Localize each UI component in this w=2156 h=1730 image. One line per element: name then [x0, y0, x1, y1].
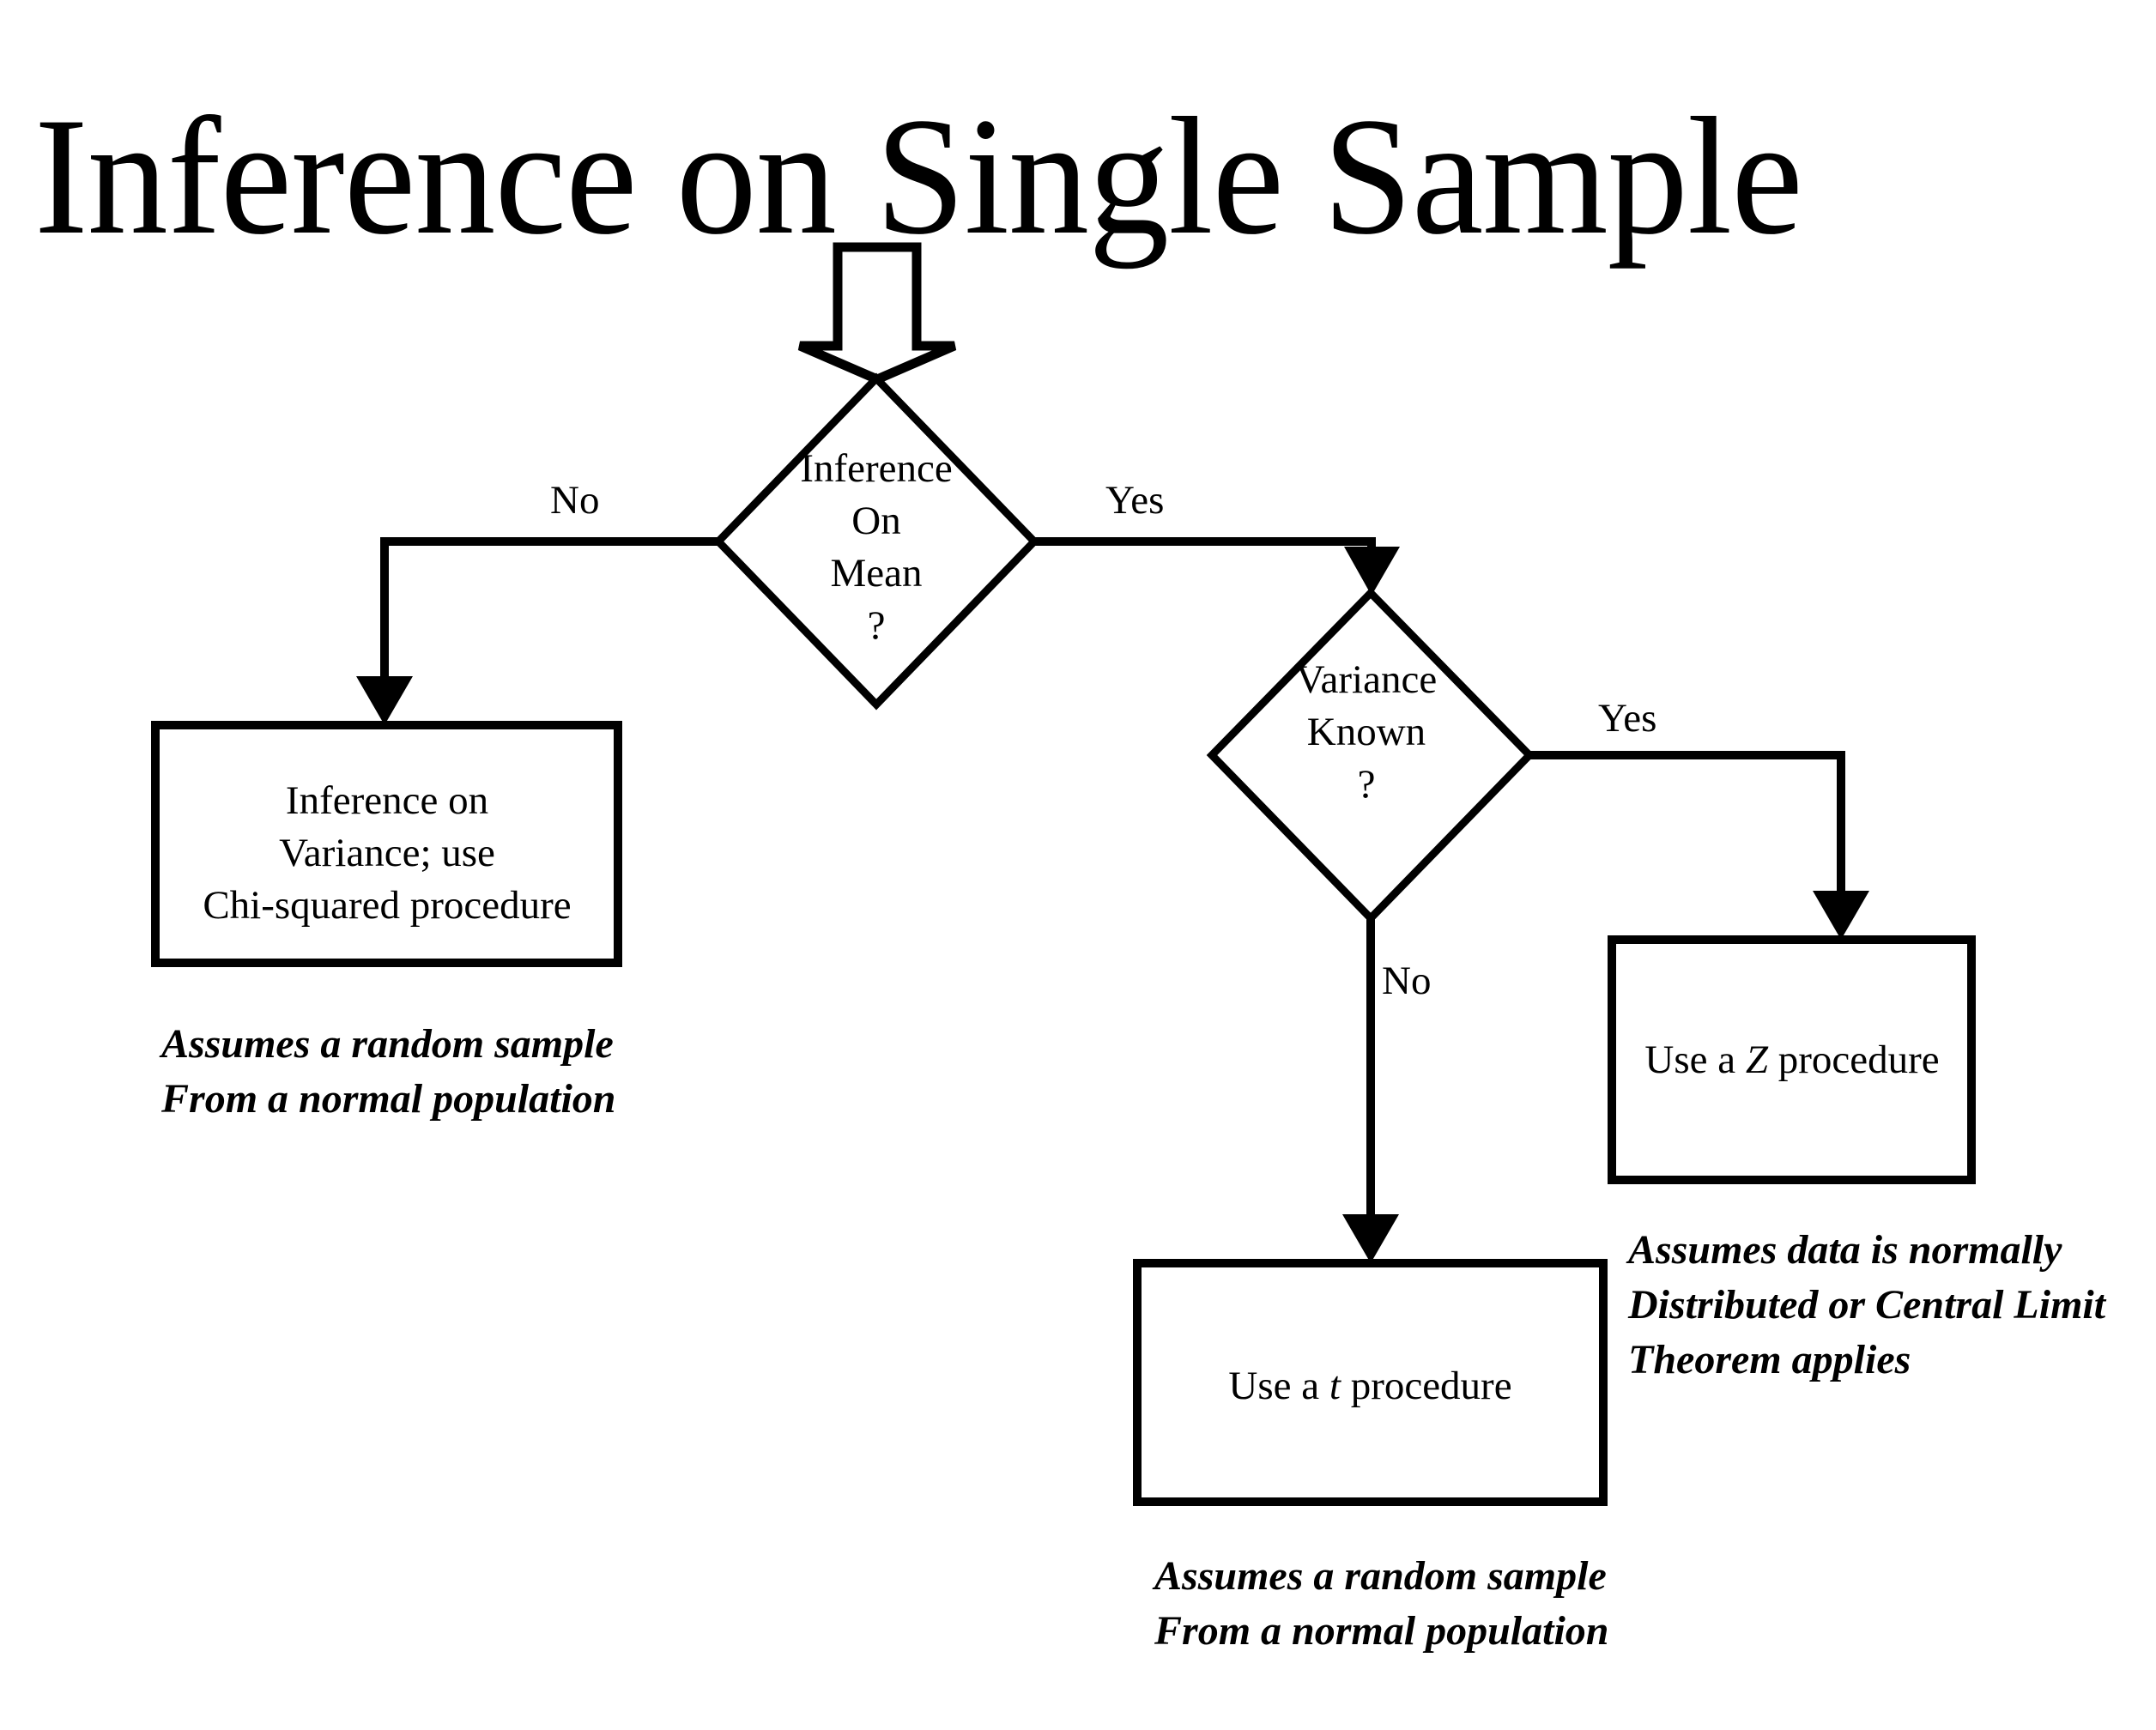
edge-label-variance-no: No: [1382, 959, 1432, 1003]
process-z-label: Use a Z procedure: [1612, 1034, 1972, 1086]
process-t-suffix: procedure: [1340, 1364, 1512, 1408]
edge-mean-yes-arrowhead: [1344, 547, 1400, 596]
edge-mean-no-line: [380, 537, 718, 704]
process-z-suffix: procedure: [1767, 1037, 1940, 1082]
caption-z: Assumes data is normally Distributed or …: [1628, 1227, 2106, 1382]
edge-label-mean-yes: Yes: [1105, 478, 1165, 523]
caption-chi-squared: Assumes a random sample From a normal po…: [161, 1021, 616, 1122]
edge-label-mean-no: No: [550, 478, 600, 523]
process-inference-variance-shape: [151, 721, 622, 967]
edge-variance-yes-line: [1529, 751, 1845, 916]
edge-mean-no-arrowhead: [356, 676, 413, 725]
decision-inference-on-mean-shape: [712, 372, 1040, 711]
process-inference-variance-label: Inference on Variance; use Chi-squared p…: [203, 778, 572, 929]
process-z-prefix: Use a: [1644, 1037, 1746, 1082]
decision-variance-known-label: Variance Known ?: [1295, 657, 1438, 808]
caption-t: Assumes a random sample From a normal po…: [1154, 1553, 1609, 1654]
edge-variance-no-arrowhead: [1342, 1214, 1399, 1263]
process-t-symbol: t: [1329, 1364, 1341, 1408]
decision-inference-on-mean-label: Inference On Mean ?: [800, 446, 953, 649]
process-t-shape: [1133, 1259, 1608, 1506]
edge-mean-yes-line: [1034, 537, 1376, 573]
process-t-label: Use a t procedure: [1137, 1360, 1603, 1412]
process-t-prefix: Use a: [1228, 1364, 1329, 1408]
start-block-arrow-icon: [797, 242, 957, 384]
edge-label-variance-yes: Yes: [1598, 696, 1657, 741]
page-title: Inference on Single Sample: [34, 83, 1803, 269]
process-z-shape: [1608, 935, 1976, 1184]
process-z-symbol: Z: [1745, 1037, 1768, 1082]
edge-variance-yes-arrowhead: [1813, 891, 1869, 940]
